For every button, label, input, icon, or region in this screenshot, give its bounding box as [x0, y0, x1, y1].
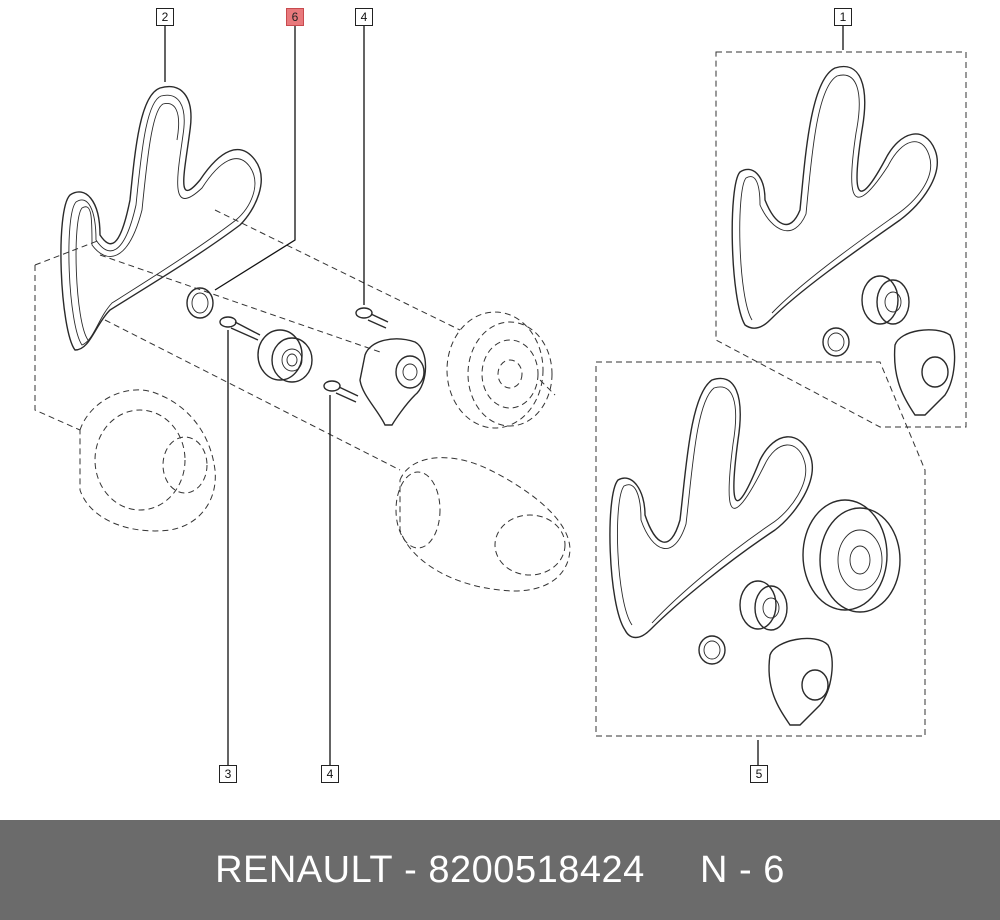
- bolt-4a-drawing: [355, 307, 389, 329]
- bolt-4b-drawing: [323, 380, 359, 403]
- leader-lines: [164, 25, 844, 765]
- kit-1-belt-drawing: [731, 65, 938, 329]
- kit-1-pulley-drawing: [861, 275, 910, 325]
- kit-5-belt-drawing: [609, 377, 813, 639]
- alternator-drawing: [79, 389, 216, 532]
- callout-4-bottom: 4: [321, 765, 339, 783]
- poly-v-belt-drawing: [60, 86, 262, 351]
- crank-pulley-drawing: [446, 311, 553, 429]
- kit-5-tensioner-drawing: [768, 637, 833, 726]
- callout-2: 2: [156, 8, 174, 26]
- seal-ring-drawing: [186, 287, 214, 319]
- kit-1-tensioner-drawing: [893, 329, 956, 416]
- callout-1: 1: [834, 8, 852, 26]
- callout-4-top: 4: [355, 8, 373, 26]
- idler-pulley-drawing: [257, 329, 313, 383]
- part-number: 8200518424: [428, 848, 645, 891]
- kit-5-crank-pulley-drawing: [802, 499, 901, 613]
- ac-compressor-drawing: [395, 457, 571, 592]
- footer-banner: RENAULT - 8200518424 N - 6: [0, 820, 1000, 920]
- position-label: N - 6: [700, 848, 785, 891]
- bolt-3-drawing: [219, 316, 261, 341]
- brand-name: RENAULT: [215, 848, 394, 891]
- kit-1-seal-ring-drawing: [822, 327, 850, 357]
- parts-exploded-diagram: [34, 25, 967, 765]
- callout-6-highlighted: 6: [286, 8, 304, 26]
- callout-3: 3: [219, 765, 237, 783]
- footer-gap: [645, 849, 700, 892]
- kit-5-seal-ring-drawing: [698, 635, 726, 665]
- tensioner-drawing: [359, 338, 427, 426]
- kit-5-pulley-drawing: [739, 580, 788, 631]
- brand-separator: -: [393, 848, 429, 891]
- callout-5: 5: [750, 765, 768, 783]
